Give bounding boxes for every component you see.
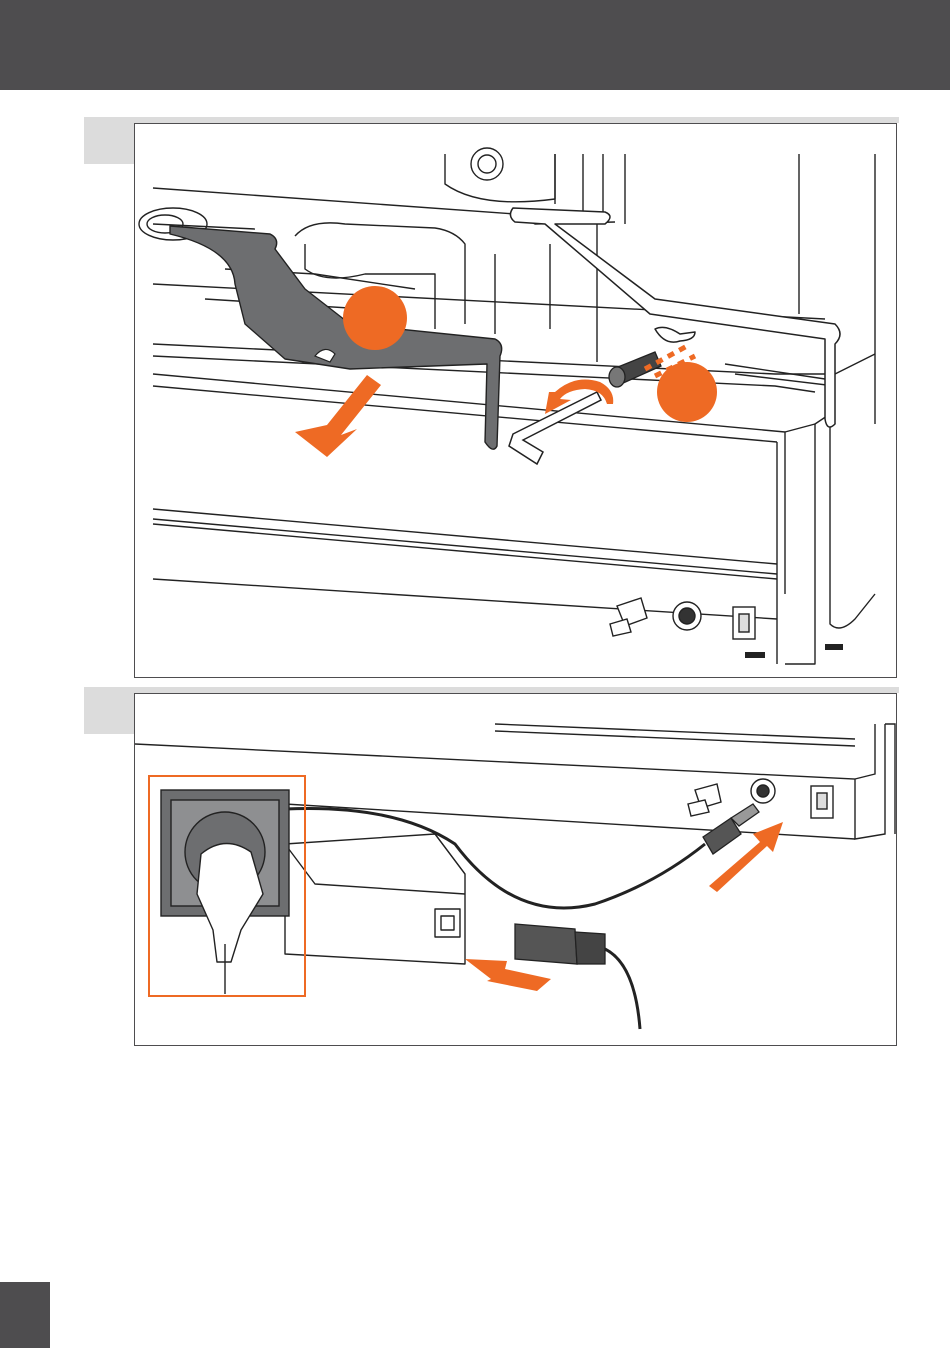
figure-2-panel: [134, 693, 897, 1046]
page-header-bar: [0, 0, 950, 90]
figure-1-illustration: [135, 124, 897, 678]
callout-circle-2: [657, 362, 717, 422]
step-1-tab: [84, 117, 134, 164]
figure-1-panel: [134, 123, 897, 678]
step-2-tab: [84, 687, 134, 734]
figure-2-illustration: [135, 694, 897, 1046]
page-footer-tab: [0, 1282, 50, 1348]
callout-circle-1: [343, 286, 407, 350]
